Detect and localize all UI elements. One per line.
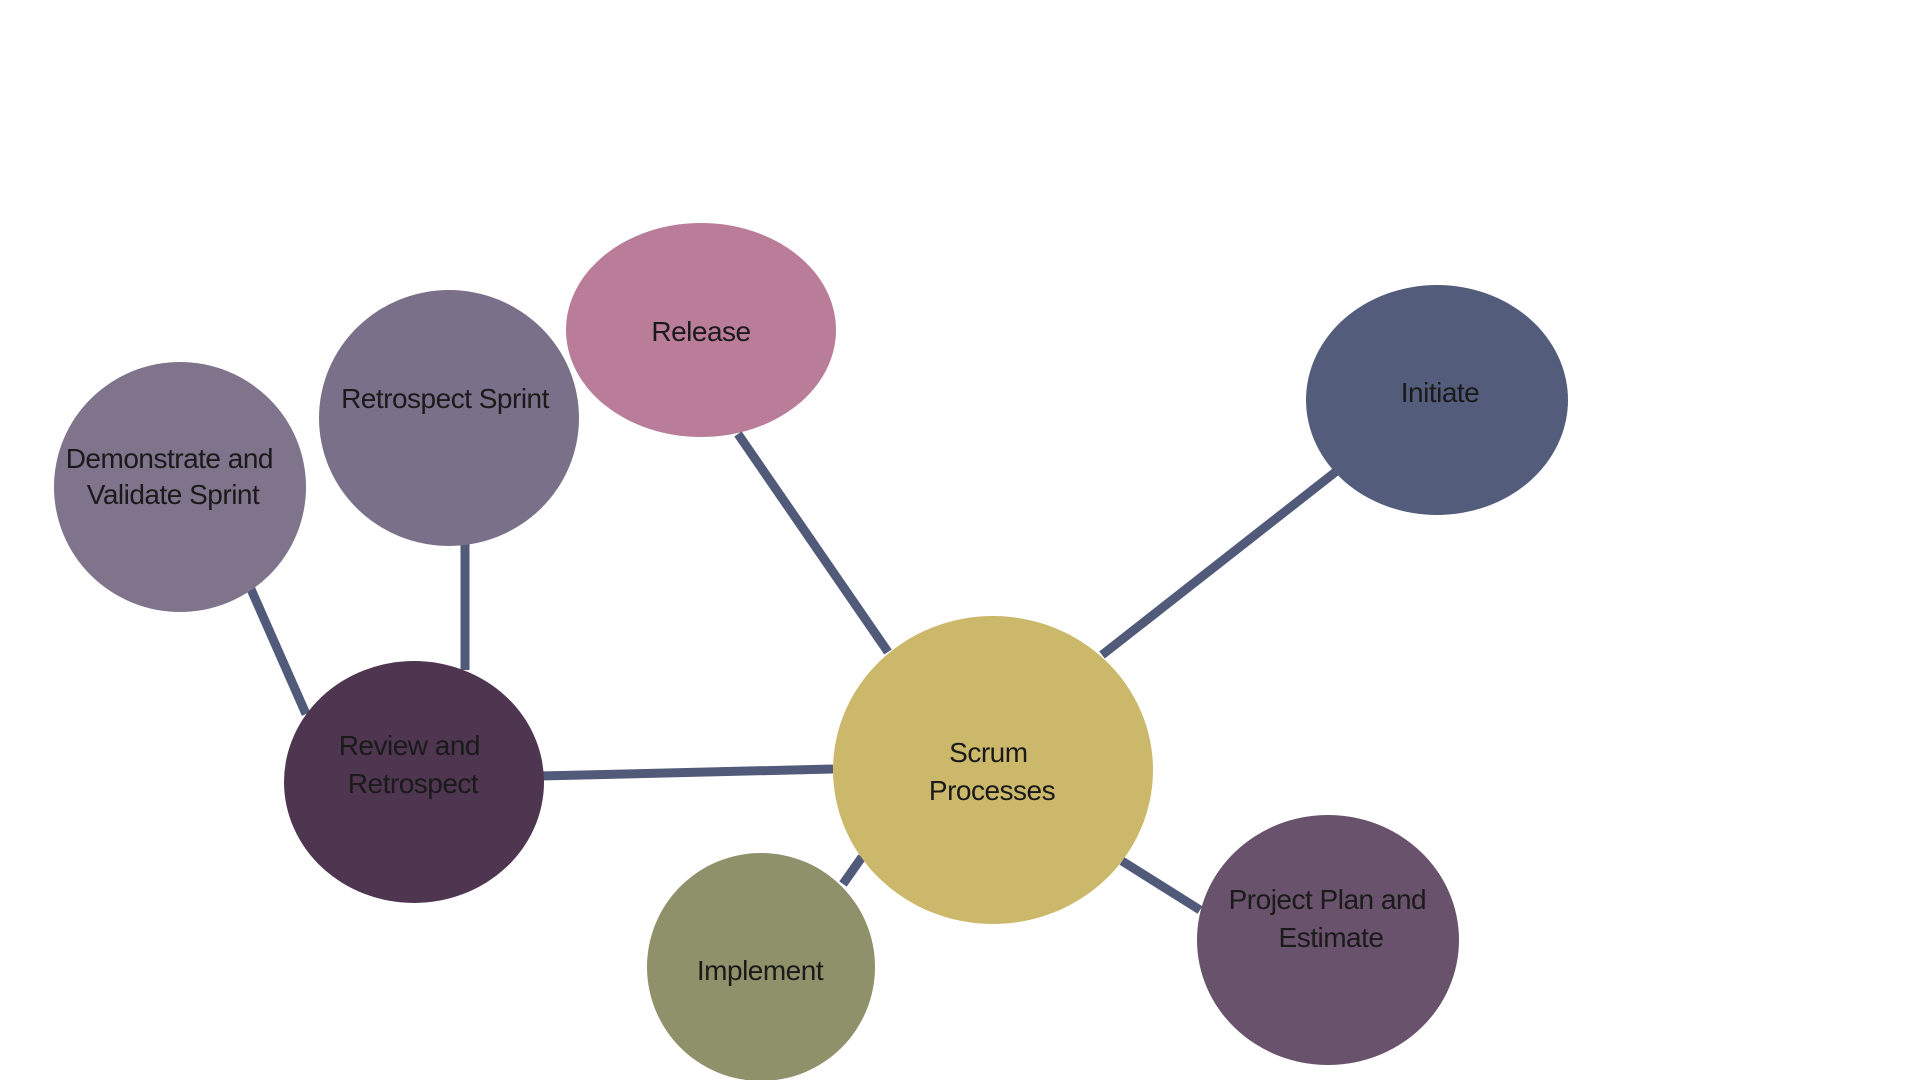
node-release[interactable]: Release [566, 223, 836, 437]
node-scrum-processes[interactable]: Scrum Processes [833, 616, 1153, 924]
connectors [245, 431, 1341, 914]
node-implement-shape [647, 853, 875, 1080]
connector-center-implement [839, 854, 866, 887]
node-scrum-processes-shape [833, 616, 1153, 924]
node-initiate-label: Initiate [1401, 377, 1480, 408]
node-project-plan-estimate-shape [1197, 815, 1459, 1065]
connector-center-review [539, 764, 834, 781]
node-initiate[interactable]: Initiate [1306, 285, 1568, 515]
node-scrum-processes-label: Scrum Processes [929, 737, 1055, 806]
node-demonstrate-validate-label: Demonstrate and Validate Sprint [66, 443, 281, 510]
node-demonstrate-validate-shape [54, 362, 306, 612]
node-implement[interactable]: Implement [647, 853, 875, 1080]
node-demonstrate-validate[interactable]: Demonstrate and Validate Sprint [54, 362, 306, 612]
node-review-retrospect-shape [284, 661, 544, 903]
node-release-label: Release [651, 316, 750, 347]
connector-review-demonstrate [245, 585, 311, 716]
node-retrospect-sprint[interactable]: Retrospect Sprint [319, 290, 579, 546]
connector-center-initiate [1099, 466, 1341, 659]
node-project-plan-estimate[interactable]: Project Plan and Estimate [1197, 815, 1459, 1065]
node-review-retrospect[interactable]: Review and Retrospect [284, 661, 544, 903]
node-implement-label: Implement [697, 955, 824, 986]
node-release-shape [566, 223, 836, 437]
connector-center-plan [1119, 857, 1203, 914]
node-project-plan-estimate-label: Project Plan and Estimate [1229, 884, 1434, 953]
node-review-retrospect-label: Review and Retrospect [339, 730, 488, 799]
node-initiate-shape [1306, 285, 1568, 515]
node-retrospect-sprint-shape [319, 290, 579, 546]
node-retrospect-sprint-label: Retrospect Sprint [341, 383, 550, 414]
connector-center-release [734, 431, 892, 655]
